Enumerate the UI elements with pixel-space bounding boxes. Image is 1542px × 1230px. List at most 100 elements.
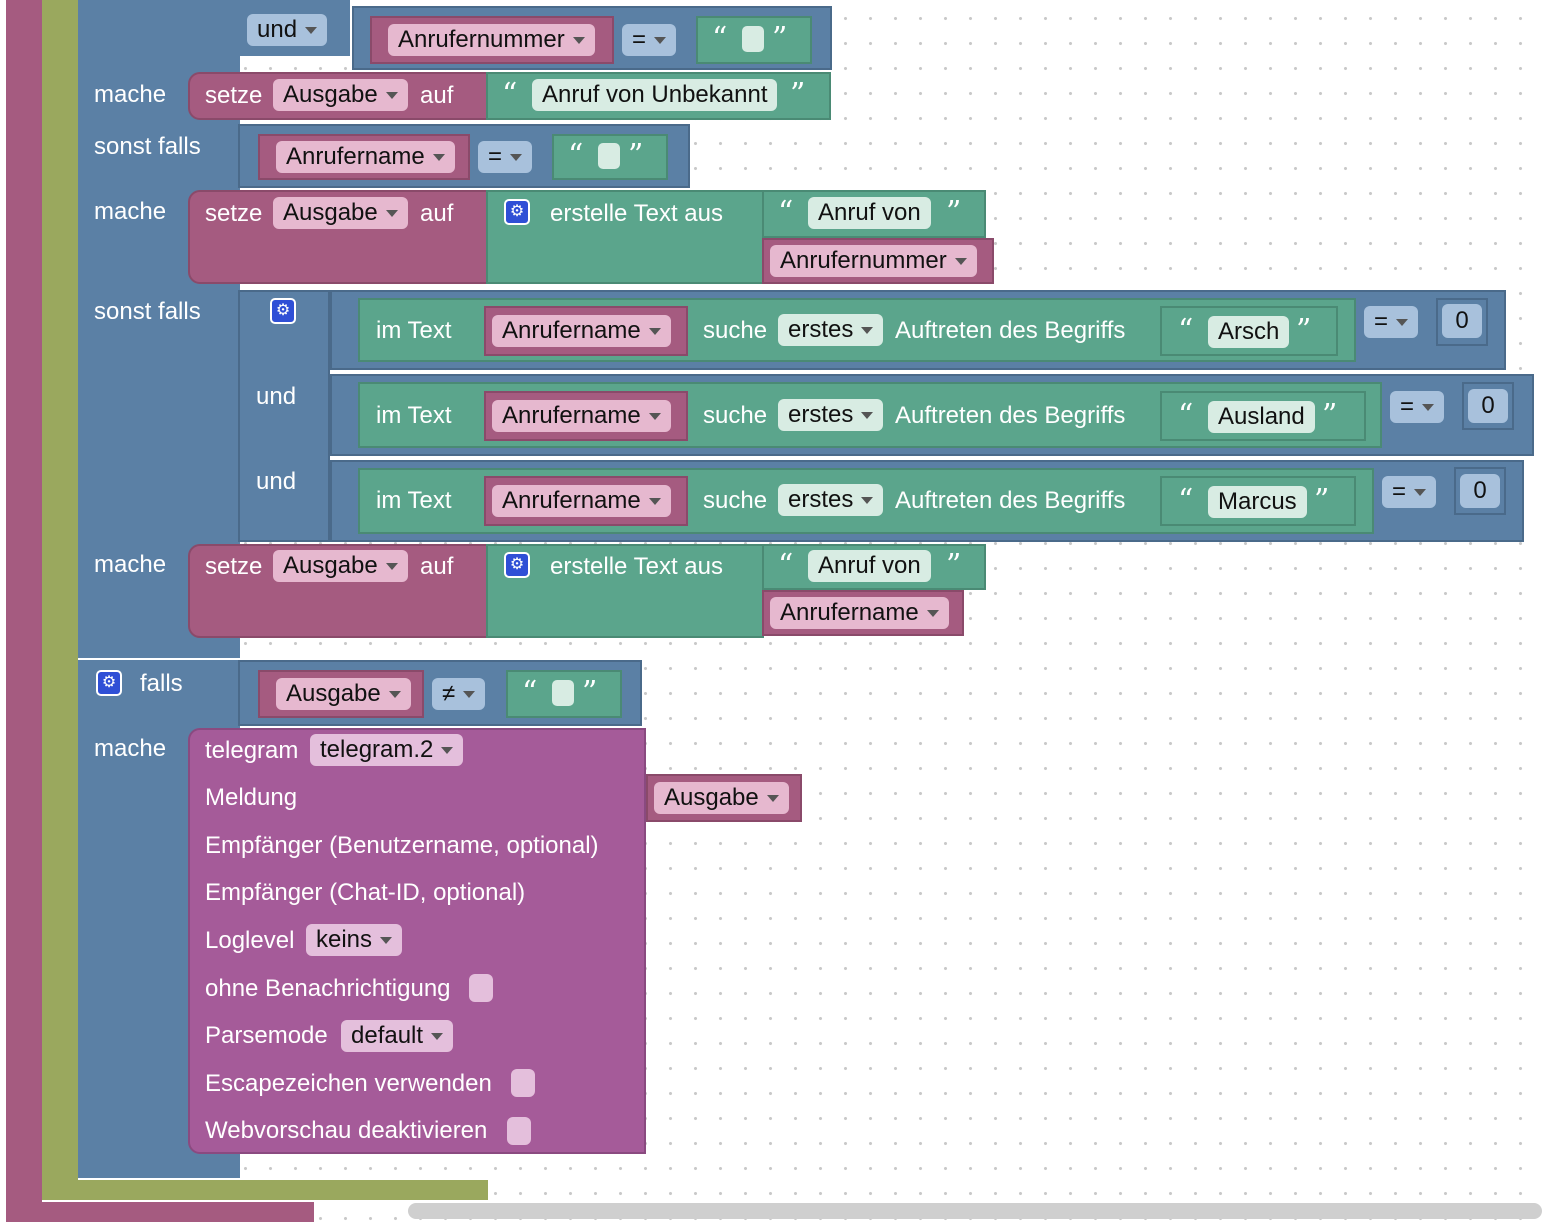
- close-quote-icon: ”: [1314, 483, 1330, 518]
- gear-icon[interactable]: ⚙: [96, 670, 122, 696]
- erstelle-text-label: erstelle Text aus: [550, 200, 723, 227]
- gear-icon[interactable]: ⚙: [270, 298, 296, 324]
- suche-label: suche: [703, 402, 768, 429]
- eq-operator-dropdown[interactable]: =: [1390, 391, 1445, 423]
- auf-label: auf: [420, 200, 454, 227]
- eq-operator-dropdown[interactable]: =: [1382, 476, 1437, 508]
- outer-event-block[interactable]: [6, 0, 42, 1222]
- parsemode-dropdown[interactable]: default: [341, 1020, 454, 1052]
- horizontal-scrollbar[interactable]: [408, 1203, 1542, 1219]
- mache-label: mache: [94, 551, 167, 578]
- loglevel-label: Loglevel: [205, 927, 295, 954]
- setze-label: setze: [205, 82, 263, 109]
- var-ausgabe-dropdown[interactable]: Ausgabe: [276, 678, 411, 710]
- sonst-falls-label: sonst falls: [94, 133, 201, 160]
- text-join-block[interactable]: [486, 190, 764, 284]
- gear-icon[interactable]: ⚙: [504, 552, 530, 578]
- text-field-ausland[interactable]: Ausland: [1208, 401, 1315, 433]
- set-var-ausgabe-dropdown[interactable]: Ausgabe: [273, 197, 408, 229]
- neq-operator-dropdown[interactable]: ≠: [432, 678, 486, 710]
- number-field[interactable]: 0: [1468, 389, 1508, 423]
- text-field-marcus[interactable]: Marcus: [1208, 486, 1307, 518]
- empfaenger-user-label: Empfänger (Benutzername, optional): [205, 832, 599, 859]
- outer-event-block-bottom[interactable]: [6, 1202, 314, 1222]
- empfaenger-chat-label: Empfänger (Chat-ID, optional): [205, 879, 526, 906]
- open-quote-icon: “: [1178, 398, 1194, 433]
- suche-label: suche: [703, 317, 768, 344]
- open-quote-icon: “: [778, 548, 794, 583]
- und-label: und: [256, 383, 297, 410]
- var-anrufername-dropdown[interactable]: Anrufername: [276, 141, 455, 173]
- var-anrufername-dropdown[interactable]: Anrufername: [492, 315, 671, 347]
- gear-icon[interactable]: ⚙: [504, 199, 530, 225]
- text-field-anruf-von[interactable]: Anruf von: [808, 550, 931, 582]
- text-field-anruf-von[interactable]: Anruf von: [808, 197, 931, 229]
- sonst-falls-label: sonst falls: [94, 298, 201, 325]
- telegram-label: telegram: [205, 737, 299, 764]
- erstes-dropdown[interactable]: erstes: [778, 484, 884, 516]
- var-ausgabe-dropdown[interactable]: Ausgabe: [654, 782, 789, 814]
- open-quote-icon: “: [502, 77, 518, 112]
- close-quote-icon: ”: [790, 77, 806, 112]
- suche-label: suche: [703, 487, 768, 514]
- mache-label: mache: [94, 81, 167, 108]
- und-dropdown[interactable]: und: [247, 14, 328, 46]
- var-anrufername-dropdown[interactable]: Anrufername: [492, 485, 671, 517]
- parsemode-label: Parsemode: [205, 1022, 328, 1049]
- auftreten-label: Auftreten des Begriffs: [895, 402, 1126, 429]
- empty-text-field[interactable]: [598, 143, 620, 169]
- falls-label: falls: [140, 670, 183, 697]
- escapezeichen-checkbox[interactable]: [511, 1069, 535, 1097]
- telegram-instance-dropdown[interactable]: telegram.2: [310, 734, 464, 766]
- eq-operator-dropdown[interactable]: =: [622, 24, 677, 56]
- close-quote-icon: ”: [628, 138, 644, 173]
- set-var-ausgabe-dropdown[interactable]: Ausgabe: [273, 79, 408, 111]
- webvorschau-label: Webvorschau deaktivieren: [205, 1117, 488, 1144]
- auf-label: auf: [420, 553, 454, 580]
- empty-text-field[interactable]: [552, 680, 574, 706]
- outer-trigger-block[interactable]: [42, 0, 78, 1200]
- var-anrufernummer-dropdown[interactable]: Anrufernummer: [388, 24, 595, 56]
- setze-label: setze: [205, 200, 263, 227]
- telegram-block[interactable]: [188, 728, 646, 1154]
- close-quote-icon: ”: [582, 675, 598, 710]
- erstes-dropdown[interactable]: erstes: [778, 399, 884, 431]
- im-text-label: im Text: [376, 487, 452, 514]
- setze-label: setze: [205, 553, 263, 580]
- eq-operator-dropdown[interactable]: =: [1364, 306, 1419, 338]
- auf-label: auf: [420, 82, 454, 109]
- close-quote-icon: ”: [772, 21, 788, 56]
- open-quote-icon: “: [1178, 313, 1194, 348]
- ohne-benachrichtigung-checkbox[interactable]: [469, 974, 493, 1002]
- ohne-benachrichtigung-label: ohne Benachrichtigung: [205, 975, 451, 1002]
- var-anrufername-dropdown[interactable]: Anrufername: [770, 597, 949, 629]
- erstes-dropdown[interactable]: erstes: [778, 314, 884, 346]
- und-label: und: [256, 468, 297, 495]
- number-field[interactable]: 0: [1442, 304, 1482, 338]
- close-quote-icon: ”: [1322, 398, 1338, 433]
- meldung-label: Meldung: [205, 784, 298, 811]
- webvorschau-checkbox[interactable]: [507, 1117, 531, 1145]
- eq-operator-dropdown[interactable]: =: [478, 141, 533, 173]
- erstelle-text-label: erstelle Text aus: [550, 553, 723, 580]
- auftreten-label: Auftreten des Begriffs: [895, 487, 1126, 514]
- set-var-ausgabe-dropdown[interactable]: Ausgabe: [273, 550, 408, 582]
- outer-trigger-block-bottom[interactable]: [42, 1180, 488, 1200]
- text-join-block[interactable]: [486, 544, 764, 638]
- var-anrufername-dropdown[interactable]: Anrufername: [492, 400, 671, 432]
- number-field[interactable]: 0: [1460, 474, 1500, 508]
- mache-label: mache: [94, 198, 167, 225]
- open-quote-icon: “: [778, 195, 794, 230]
- open-quote-icon: “: [568, 138, 584, 173]
- var-anrufernummer-dropdown[interactable]: Anrufernummer: [770, 245, 977, 277]
- im-text-label: im Text: [376, 317, 452, 344]
- im-text-label: im Text: [376, 402, 452, 429]
- text-field-arsch[interactable]: Arsch: [1208, 316, 1290, 348]
- and-condition-block[interactable]: [238, 290, 330, 542]
- text-field-unbekannt[interactable]: Anruf von Unbekannt: [532, 79, 778, 111]
- loglevel-dropdown[interactable]: keins: [306, 924, 403, 956]
- open-quote-icon: “: [1178, 483, 1194, 518]
- empty-text-field[interactable]: [742, 26, 764, 52]
- auftreten-label: Auftreten des Begriffs: [895, 317, 1126, 344]
- mache-label: mache: [94, 735, 167, 762]
